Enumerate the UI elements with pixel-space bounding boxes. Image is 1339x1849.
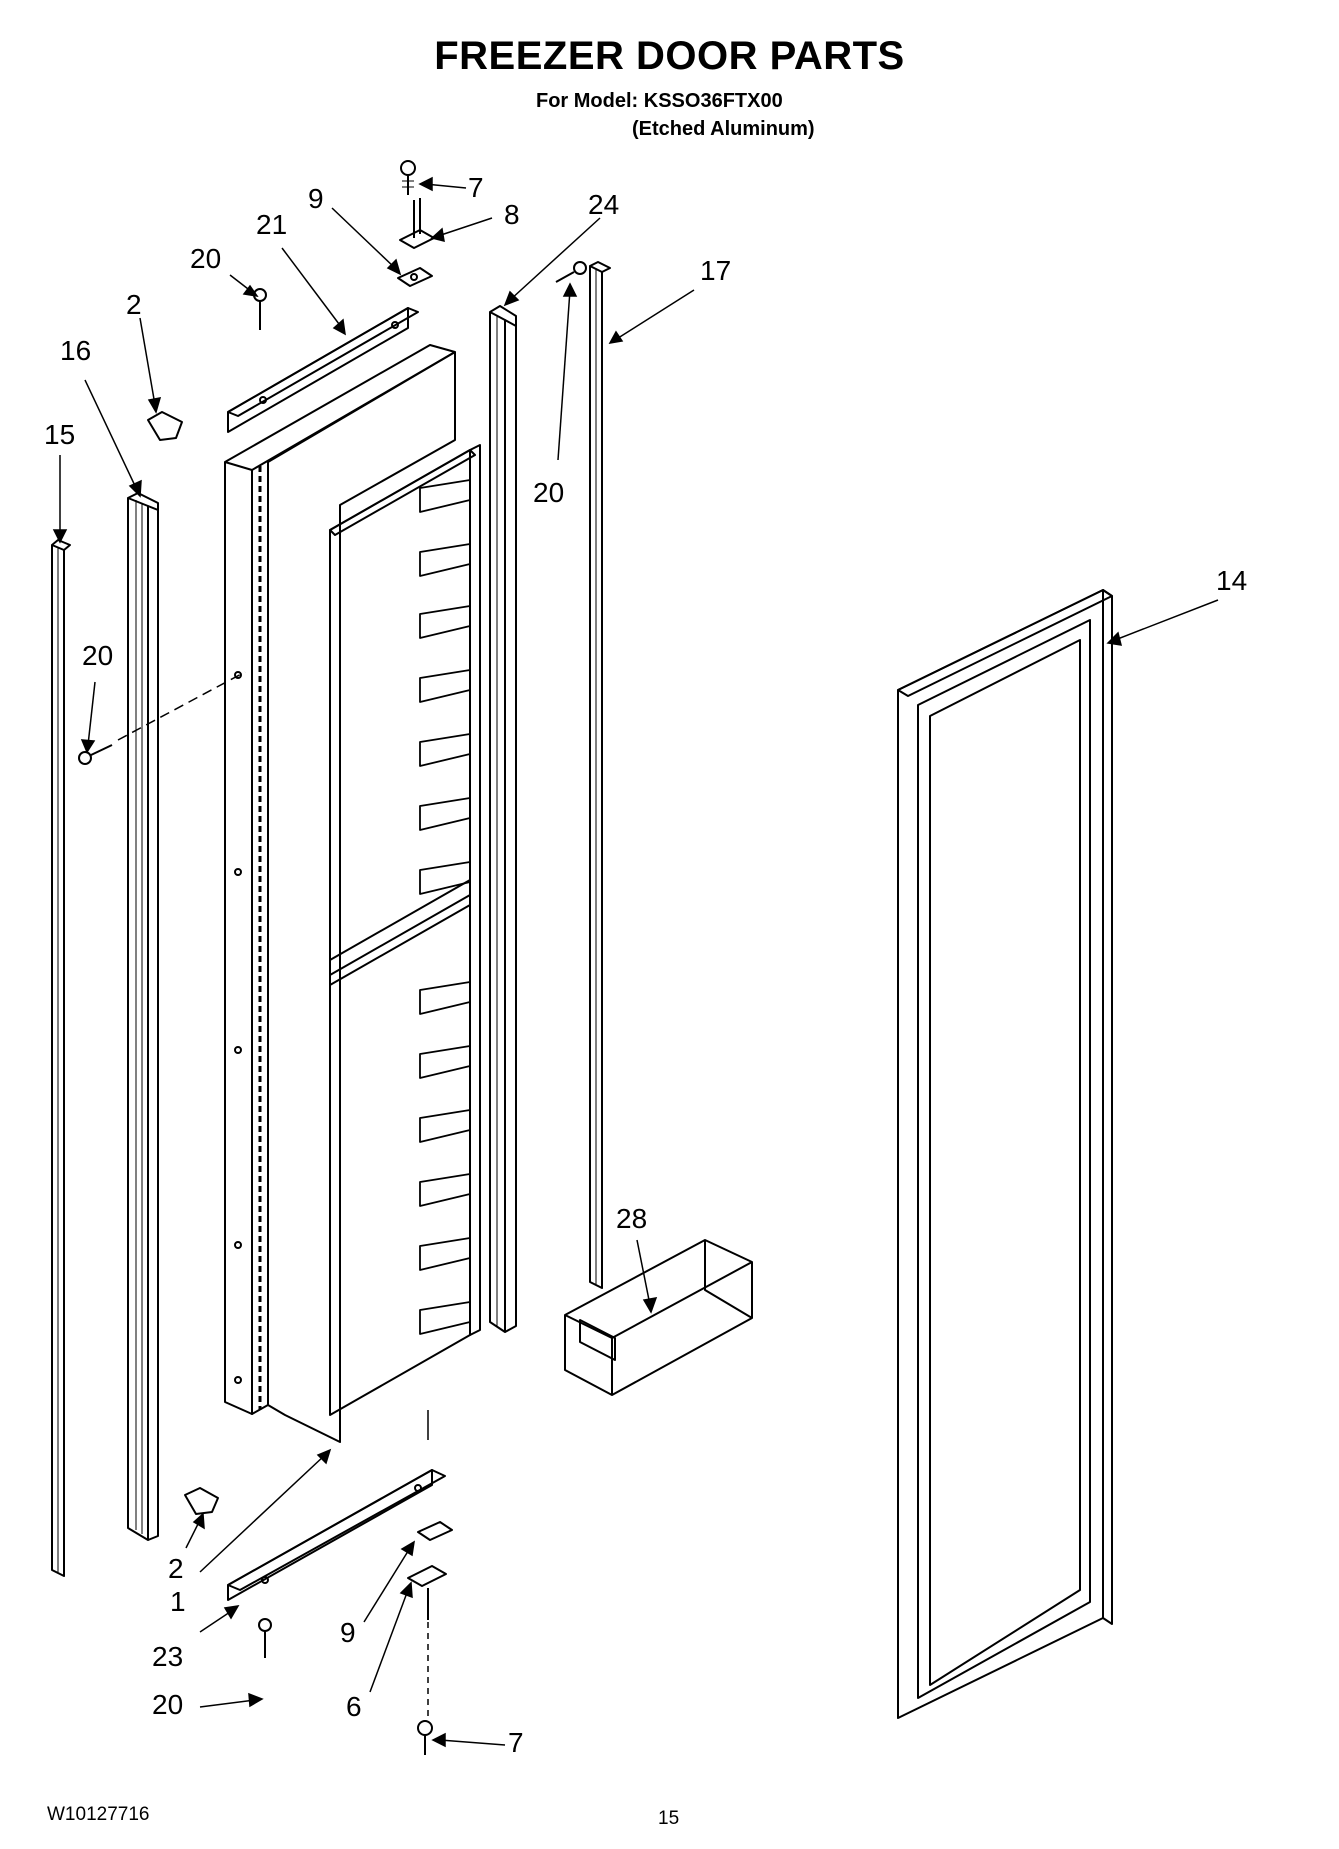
callout-8: 8 bbox=[504, 199, 520, 230]
callout-20-bottom: 20 bbox=[152, 1689, 183, 1720]
callout-2-top: 2 bbox=[126, 289, 142, 320]
page-title: FREEZER DOOR PARTS bbox=[434, 34, 905, 78]
callout-7-bottom: 7 bbox=[508, 1727, 524, 1758]
callout-28: 28 bbox=[616, 1203, 647, 1234]
part-17-trim-strip bbox=[589, 261, 611, 1289]
callout-labels: 7 8 9 21 20 24 17 2 16 15 20 20 14 28 2 … bbox=[44, 172, 1247, 1758]
callout-21: 21 bbox=[256, 209, 287, 240]
callout-9-top: 9 bbox=[308, 183, 324, 214]
part-16-channel bbox=[127, 492, 159, 1541]
callout-24: 24 bbox=[588, 189, 619, 220]
callout-1: 1 bbox=[170, 1586, 186, 1617]
leader-lines bbox=[52, 176, 1219, 1748]
part-15-trim-strip bbox=[51, 539, 71, 1577]
part-8-hinge-pin bbox=[399, 198, 435, 249]
callout-2-bottom: 2 bbox=[168, 1553, 184, 1584]
part-7-top-screw bbox=[400, 160, 416, 195]
callout-16: 16 bbox=[60, 335, 91, 366]
part-7-bottom-screw bbox=[417, 1720, 433, 1755]
part-20-screws bbox=[78, 261, 587, 1658]
page-number: 15 bbox=[658, 1808, 680, 1829]
callout-20-left: 20 bbox=[82, 640, 113, 671]
model-line: For Model: KSSO36FTX00 bbox=[536, 90, 783, 112]
part-9-top-hinge-plate bbox=[397, 267, 433, 287]
callout-23: 23 bbox=[152, 1641, 183, 1672]
part-24-channel bbox=[489, 305, 517, 1333]
document-number: W10127716 bbox=[47, 1804, 150, 1825]
callout-7-top: 7 bbox=[468, 172, 484, 203]
callout-14: 14 bbox=[1216, 565, 1247, 596]
part-21-top-bracket bbox=[227, 307, 419, 433]
part-23-bottom-bracket bbox=[227, 1469, 446, 1601]
callout-15: 15 bbox=[44, 419, 75, 450]
part-1-door-liner bbox=[224, 344, 481, 1443]
callout-20-right: 20 bbox=[533, 477, 564, 508]
finish-line: (Etched Aluminum) bbox=[632, 118, 815, 140]
part-2-clips bbox=[147, 411, 219, 1515]
callout-17: 17 bbox=[700, 255, 731, 286]
callout-9-bottom: 9 bbox=[340, 1617, 356, 1648]
part-9-6-bottom-hinge bbox=[407, 1521, 453, 1620]
part-28-door-bin bbox=[564, 1239, 753, 1396]
callout-20-top: 20 bbox=[190, 243, 221, 274]
shelf-brackets bbox=[419, 479, 471, 1335]
callout-6: 6 bbox=[346, 1691, 362, 1722]
part-14-gasket bbox=[897, 589, 1113, 1719]
